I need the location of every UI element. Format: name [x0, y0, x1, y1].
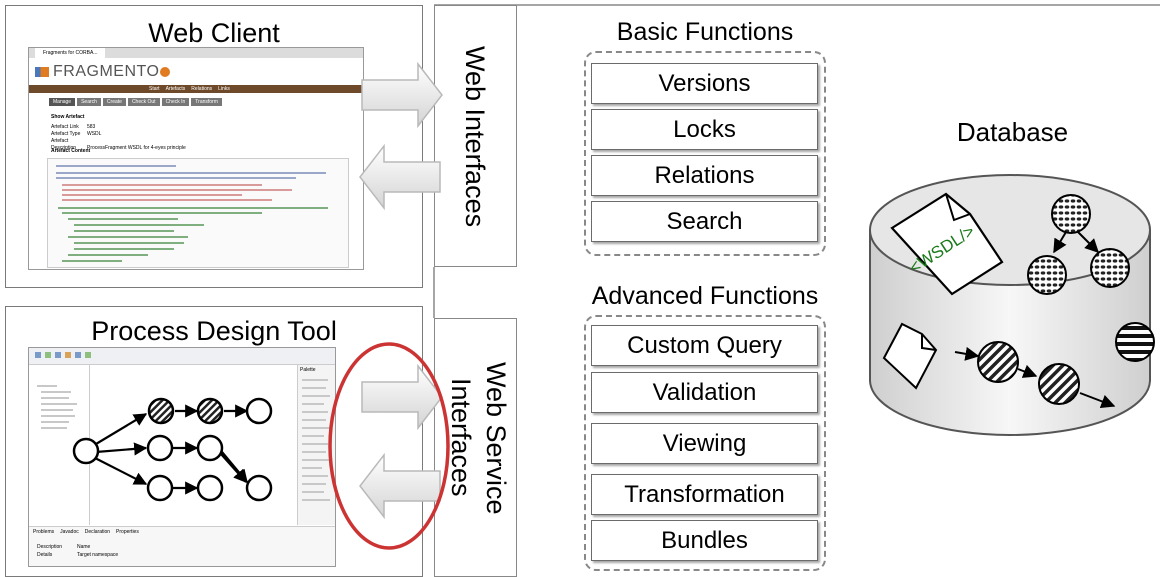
- action-tab-check-in[interactable]: Check In: [161, 98, 190, 106]
- basic-functions-group: [584, 51, 826, 256]
- tab-javadoc[interactable]: Javadoc: [60, 529, 79, 535]
- advanced-functions-group: [584, 315, 826, 571]
- tab-declaration[interactable]: Declaration: [84, 529, 111, 535]
- database-cylinder: <WSDL/>: [869, 174, 1155, 436]
- properties-view: Problems Javadoc Declaration Properties …: [29, 526, 335, 566]
- nav-tab-start[interactable]: Start: [149, 86, 160, 92]
- basic-functions-title: Basic Functions: [616, 18, 794, 46]
- end-node: [245, 474, 273, 502]
- process-node: [245, 397, 273, 425]
- wsdl-document-icon: [890, 192, 1004, 296]
- dotted-node: [1051, 194, 1091, 234]
- show-artefact-heading: Show Artefact: [51, 114, 85, 120]
- hatched-node: [196, 397, 224, 425]
- function-custom-query: Custom Query: [591, 325, 818, 366]
- advanced-functions-title: Advanced Functions: [591, 282, 819, 310]
- function-versions: Versions: [591, 63, 818, 104]
- right-arrow-icon: [361, 363, 443, 431]
- function-relations: Relations: [591, 155, 818, 196]
- left-arrow-icon: [359, 452, 441, 520]
- logo-text: FRAGMENTO: [53, 63, 160, 80]
- dotted-node: [1090, 248, 1130, 288]
- start-node: [72, 437, 100, 465]
- hatched-node: [147, 397, 175, 425]
- dotted-node: [1027, 255, 1067, 295]
- logo-accent-icon: [160, 67, 171, 77]
- code-panel: [47, 158, 349, 268]
- tab-properties[interactable]: Properties: [116, 529, 139, 535]
- nav-tab-links[interactable]: Links: [218, 86, 230, 92]
- artefact-content-heading: Artefact Content: [51, 148, 91, 154]
- action-tab-bar: Manage Search Create Check Out Check In …: [49, 98, 222, 106]
- document-icon: [882, 322, 938, 390]
- process-node: [146, 474, 174, 502]
- browser-tab-bar: Fragments for CORBA...: [29, 48, 363, 58]
- left-arrow-icon: [359, 143, 441, 211]
- toolbar: [29, 348, 335, 365]
- palette-title: Palette: [300, 367, 316, 373]
- process-design-tool-title: Process Design Tool: [91, 316, 337, 346]
- logo-mark-icon: [35, 67, 49, 77]
- function-bundles: Bundles: [591, 520, 818, 561]
- function-transformation: Transformation: [591, 474, 818, 515]
- process-graph: [72, 397, 273, 502]
- highlight-ellipse: [328, 342, 450, 550]
- function-search: Search: [591, 201, 818, 242]
- nav-bar: Start Artefacts Relations Links: [29, 85, 363, 93]
- action-tab-transform[interactable]: Transform: [191, 98, 222, 106]
- hatched-node: [977, 341, 1019, 383]
- web-client-screenshot: Fragments for CORBA... FRAGMENTO Start A…: [28, 47, 364, 270]
- function-locks: Locks: [591, 109, 818, 150]
- right-arrow-icon: [361, 61, 443, 129]
- action-tab-check-out[interactable]: Check Out: [127, 98, 160, 106]
- tab-problems[interactable]: Problems: [33, 529, 55, 535]
- process-node: [196, 434, 224, 462]
- action-tab-manage[interactable]: Manage: [49, 98, 76, 106]
- browser-tab[interactable]: Fragments for CORBA...: [35, 48, 106, 58]
- nav-tab-artefacts[interactable]: Artefacts: [165, 86, 186, 92]
- fragmento-logo: FRAGMENTO: [35, 62, 171, 82]
- action-tab-create[interactable]: Create: [102, 98, 126, 106]
- function-validation: Validation: [591, 372, 818, 413]
- nav-tab-relations[interactable]: Relations: [191, 86, 213, 92]
- process-node: [146, 434, 174, 462]
- function-viewing: Viewing: [591, 423, 818, 464]
- database-title: Database: [956, 117, 1069, 147]
- process-design-screenshot: Palette Problems Javadoc Declaration Pro…: [28, 347, 336, 567]
- hatched-node: [1038, 363, 1080, 405]
- process-node: [196, 474, 224, 502]
- action-tab-search[interactable]: Search: [77, 98, 101, 106]
- web-client-title: Web Client: [148, 18, 280, 48]
- striped-node: [1115, 322, 1155, 362]
